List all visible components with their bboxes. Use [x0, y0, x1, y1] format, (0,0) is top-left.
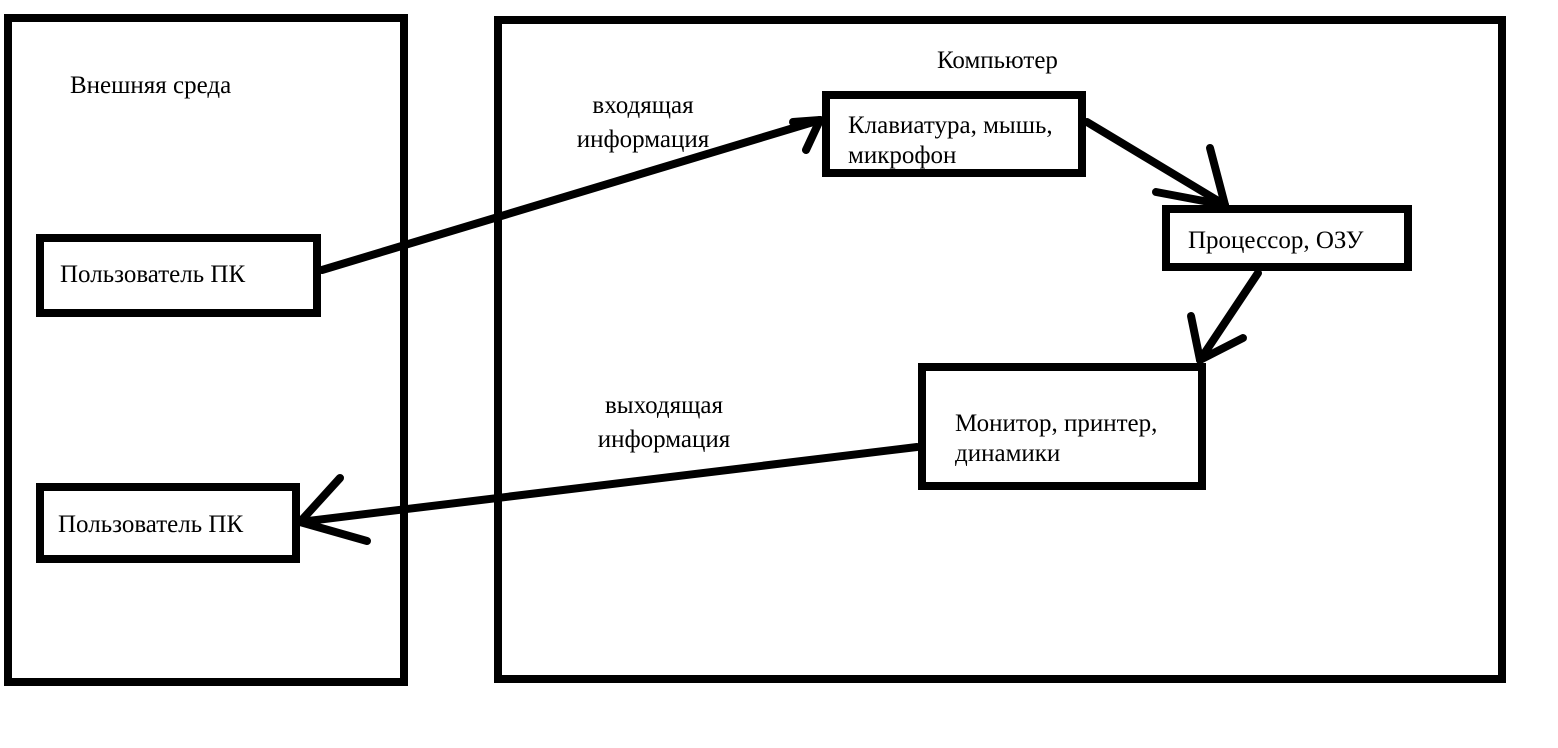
- output-devices-box: [918, 363, 1206, 490]
- arrow-cpu-to-output: [1187, 269, 1262, 364]
- arrow-outgoing: [296, 443, 921, 545]
- input-devices-line2: микрофон: [848, 142, 956, 169]
- outgoing-label-line2: информация: [598, 426, 731, 453]
- incoming-label-line2: информация: [577, 126, 710, 153]
- user-out-box: [36, 483, 300, 563]
- arrow-incoming: [318, 116, 824, 274]
- computer-box: [494, 16, 1506, 683]
- incoming-label-line1: входящая: [592, 92, 694, 119]
- cpu-label: Процессор, ОЗУ: [1188, 227, 1364, 254]
- arrow-input-to-cpu: [1083, 118, 1229, 209]
- user-out-label: Пользователь ПК: [58, 511, 243, 538]
- external-title: Внешняя среда: [70, 72, 231, 99]
- input-devices-line1: Клавиатура, мышь,: [848, 112, 1053, 139]
- external-environment-box: [4, 14, 408, 686]
- output-devices-line1: Монитор, принтер,: [955, 410, 1157, 437]
- cpu-box: [1162, 205, 1412, 271]
- outgoing-label-line1: выходящая: [605, 392, 723, 419]
- computer-title: Компьютер: [937, 47, 1058, 74]
- input-devices-box: [822, 91, 1086, 177]
- user-in-label: Пользователь ПК: [60, 261, 245, 288]
- user-in-box: [36, 234, 321, 317]
- output-devices-line2: динамики: [955, 440, 1060, 467]
